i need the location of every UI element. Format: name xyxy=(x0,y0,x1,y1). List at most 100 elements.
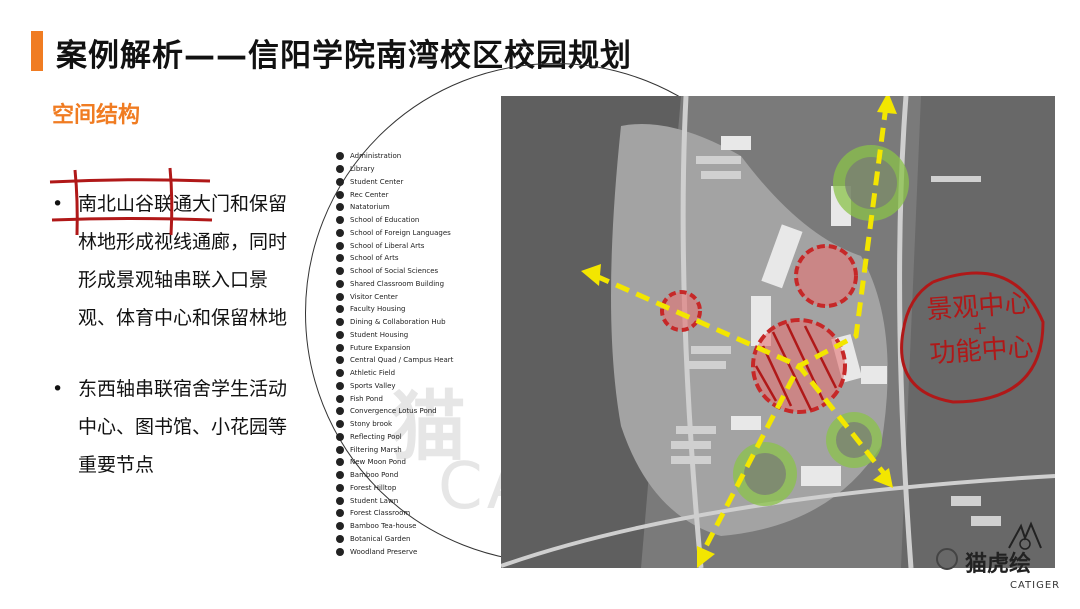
legend-item: New Moon Pond xyxy=(336,456,453,469)
legend-number-dot xyxy=(336,228,344,237)
legend-label: School of Education xyxy=(350,216,420,225)
legend-number-dot xyxy=(336,471,344,480)
legend-number-dot xyxy=(336,177,344,186)
legend-item: School of Arts xyxy=(336,252,453,265)
legend-number-dot xyxy=(336,267,344,276)
legend-number-dot xyxy=(336,547,344,556)
section-heading: 空间结构 xyxy=(52,103,141,128)
legend-label: School of Liberal Arts xyxy=(350,241,425,250)
legend-item: Sports Valley xyxy=(336,380,453,393)
legend-item: Visitor Center xyxy=(336,290,453,303)
legend-number-dot xyxy=(336,394,344,403)
legend-item: Central Quad / Campus Heart xyxy=(336,354,453,367)
legend-label: Student Center xyxy=(350,177,404,186)
wechat-icon xyxy=(936,548,958,570)
legend-number-dot xyxy=(336,318,344,327)
legend-label: Visitor Center xyxy=(350,292,398,301)
legend-label: Woodland Preserve xyxy=(350,547,418,556)
legend-number-dot xyxy=(336,522,344,531)
legend-item: Faculty Housing xyxy=(336,303,453,316)
legend-number-dot xyxy=(336,445,344,454)
legend-number-dot xyxy=(336,292,344,301)
legend-item: Dining & Collaboration Hub xyxy=(336,316,453,329)
legend-item: Student Housing xyxy=(336,329,453,342)
legend-item: Natatorium xyxy=(336,201,453,214)
legend-item: Forest Classroom xyxy=(336,507,453,520)
legend-item: Filtering Marsh xyxy=(336,443,453,456)
annotation-text: 景观中心 + 功能中心 xyxy=(918,288,1043,370)
pen-annotation-loop xyxy=(900,271,1045,404)
legend-number-dot xyxy=(336,534,344,543)
legend-number-dot xyxy=(336,343,344,352)
legend-number-dot xyxy=(336,190,344,199)
legend-number-dot xyxy=(336,165,344,174)
legend-label: Student Lawn xyxy=(350,496,399,505)
legend-item: Library xyxy=(336,163,453,176)
legend-item: Fish Pond xyxy=(336,392,453,405)
tiger-logo-icon xyxy=(1008,521,1042,550)
legend-label: School of Social Sciences xyxy=(350,267,439,276)
legend-label: Library xyxy=(350,165,375,174)
legend-number-dot xyxy=(336,356,344,365)
legend-number-dot xyxy=(336,330,344,339)
legend-number-dot xyxy=(336,152,344,161)
legend-label: Student Housing xyxy=(350,330,409,339)
legend-item: School of Foreign Languages xyxy=(336,227,453,240)
legend-label: Rec Center xyxy=(350,190,389,199)
legend-label: Sports Valley xyxy=(350,381,396,390)
legend-label: Administration xyxy=(350,152,402,161)
bullet-text: 南北山谷联通大门和保留林地形成视线通廊，同时形成景观轴串联入口景观、体育中心和保… xyxy=(78,193,288,329)
legend-item: School of Social Sciences xyxy=(336,265,453,278)
legend-number-dot xyxy=(336,483,344,492)
legend-label: Filtering Marsh xyxy=(350,445,402,454)
legend-item: Reflecting Pool xyxy=(336,431,453,444)
legend-item: Rec Center xyxy=(336,188,453,201)
legend-item: School of Education xyxy=(336,214,453,227)
legend-number-dot xyxy=(336,279,344,288)
legend-number-dot xyxy=(336,458,344,467)
legend-number-dot xyxy=(336,305,344,314)
legend-item: Bamboo Tea-house xyxy=(336,520,453,533)
legend-number-dot xyxy=(336,381,344,390)
bullet-text: 东西轴串联宿舍学生活动中心、图书馆、小花园等重要节点 xyxy=(78,378,288,476)
legend-label: Forest Classroom xyxy=(350,509,411,518)
legend-label: Fish Pond xyxy=(350,394,383,403)
legend-number-dot xyxy=(336,407,344,416)
legend-label: Future Expansion xyxy=(350,343,411,352)
legend-item: School of Liberal Arts xyxy=(336,239,453,252)
brand-name: 猫虎绘 xyxy=(965,552,1032,577)
legend-number-dot xyxy=(336,420,344,429)
legend-number-dot xyxy=(336,369,344,378)
legend-label: School of Foreign Languages xyxy=(350,228,451,237)
title-accent-bar xyxy=(31,31,43,71)
legend-label: Reflecting Pool xyxy=(350,432,402,441)
legend-label: Bamboo Tea-house xyxy=(350,522,417,531)
legend-number-dot xyxy=(336,509,344,518)
legend-item: Administration xyxy=(336,150,453,163)
legend-item: Botanical Garden xyxy=(336,533,453,546)
legend-item: Student Center xyxy=(336,176,453,189)
legend-item: Bamboo Pond xyxy=(336,469,453,482)
legend-label: New Moon Pond xyxy=(350,458,406,467)
legend-label: Bamboo Pond xyxy=(350,471,399,480)
legend-label: Athletic Field xyxy=(350,369,396,378)
legend-label: Natatorium xyxy=(350,203,390,212)
legend-label: Forest Hilltop xyxy=(350,483,397,492)
legend-item: Athletic Field xyxy=(336,367,453,380)
bullet-dot: • xyxy=(52,193,64,215)
legend-label: Dining & Collaboration Hub xyxy=(350,318,446,327)
legend-item: Woodland Preserve xyxy=(336,545,453,558)
legend-item: Future Expansion xyxy=(336,341,453,354)
legend-label: Botanical Garden xyxy=(350,534,411,543)
legend-item: Student Lawn xyxy=(336,494,453,507)
legend-number-dot xyxy=(336,496,344,505)
bullet-dot: • xyxy=(52,378,64,400)
legend-label: Convergence Lotus Pond xyxy=(350,407,437,416)
legend-item: Forest Hilltop xyxy=(336,482,453,495)
legend-item: Shared Classroom Building xyxy=(336,278,453,291)
legend-label: Central Quad / Campus Heart xyxy=(350,356,454,365)
legend-number-dot xyxy=(336,432,344,441)
legend-label: Shared Classroom Building xyxy=(350,279,445,288)
legend-number-dot xyxy=(336,254,344,263)
